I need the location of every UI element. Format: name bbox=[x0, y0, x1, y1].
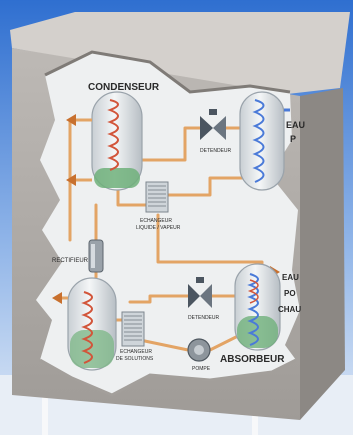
absorber-vessel bbox=[234, 263, 281, 351]
rectifier-column bbox=[88, 239, 104, 273]
label-pompe: POMPE bbox=[192, 366, 211, 372]
cooling-coil bbox=[252, 99, 265, 183]
label-echangeur-lv-1: ECHANGEUR bbox=[140, 218, 172, 224]
label-absorbeur: ABSORBEUR bbox=[220, 354, 285, 365]
liquid-level bbox=[94, 168, 140, 188]
label-eau-top-1: EAU bbox=[286, 120, 305, 130]
label-eau-right-2: PO bbox=[284, 289, 296, 298]
label-echangeur-lv-2: LIQUIDE / VAPEUR bbox=[136, 225, 181, 231]
label-eau-top-2: P bbox=[290, 134, 296, 144]
liquid-level bbox=[237, 316, 278, 348]
label-detendeur-top: DETENDEUR bbox=[200, 148, 232, 154]
label-condenseur: CONDENSEUR bbox=[88, 82, 160, 93]
label-echangeur-sol-1: ECHANGEUR bbox=[120, 349, 152, 355]
liquid-vapour-exchanger bbox=[145, 181, 169, 213]
generator-vessel bbox=[67, 277, 117, 371]
label-eau-right-3: CHAU bbox=[278, 305, 301, 314]
cutaway-edge-top bbox=[44, 50, 291, 94]
heating-coil bbox=[81, 291, 93, 364]
label-eau-right-1: EAU bbox=[282, 273, 299, 282]
evaporator-vessel bbox=[239, 91, 290, 191]
heating-coil bbox=[107, 99, 119, 171]
pump-icon bbox=[187, 338, 211, 362]
cooling-coil bbox=[247, 273, 259, 346]
support-post bbox=[42, 378, 48, 435]
box-top-face bbox=[10, 12, 350, 96]
expansion-valve-bottom-icon bbox=[188, 277, 212, 308]
solution-level bbox=[70, 330, 114, 368]
cutaway-edge-bottom bbox=[39, 358, 297, 397]
box-side-face bbox=[300, 88, 345, 420]
label-detendeur-bottom: DETENDEUR bbox=[188, 315, 220, 321]
solution-exchanger bbox=[121, 311, 145, 347]
label-echangeur-sol-2: DE SOLUTIONS bbox=[116, 356, 154, 362]
condenser-vessel bbox=[91, 91, 143, 191]
expansion-valve-top-icon bbox=[200, 109, 226, 140]
label-rectifieur: RECTIFIEUR bbox=[52, 258, 89, 264]
